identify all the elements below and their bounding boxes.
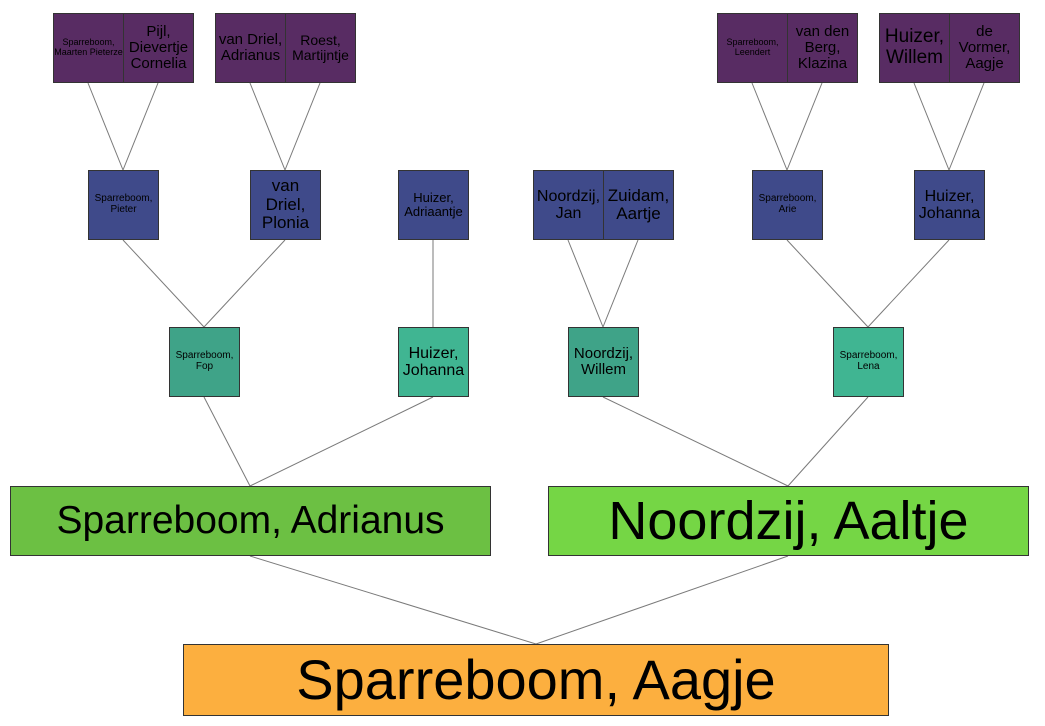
connector-line (602, 396, 789, 487)
person-box[interactable]: Noordzij, Willem (568, 327, 639, 397)
connector-line (913, 82, 950, 171)
person-box[interactable]: de Vormer, Aagje (949, 13, 1020, 83)
connector-line (249, 82, 286, 171)
person-box[interactable]: Noordzij, Jan (533, 170, 604, 240)
connector-line (535, 555, 789, 645)
connector-line (87, 82, 124, 171)
person-box[interactable]: Sparreboom, Maarten Pieterze (53, 13, 124, 83)
connector-line (751, 82, 788, 171)
person-box[interactable]: Sparreboom, Pieter (88, 170, 159, 240)
person-box[interactable]: Sparreboom, Fop (169, 327, 240, 397)
person-box[interactable]: Huizer, Willem (879, 13, 950, 83)
root-person-box[interactable]: Sparreboom, Aagje (183, 644, 889, 716)
person-box[interactable]: Huizer, Johanna (398, 327, 469, 397)
person-box[interactable]: Zuidam, Aartje (603, 170, 674, 240)
person-box[interactable]: Sparreboom, Arie (752, 170, 823, 240)
person-box[interactable]: Sparreboom, Lena (833, 327, 904, 397)
connector-line (284, 82, 321, 171)
connector-line (948, 82, 985, 171)
connector-line (787, 396, 869, 487)
person-box[interactable]: van Driel, Plonia (250, 170, 321, 240)
connector-line (122, 82, 159, 171)
connector-line (249, 396, 434, 487)
person-box[interactable]: Sparreboom, Adrianus (10, 486, 491, 556)
person-box[interactable]: Pijl, Dievertje Cornelia (123, 13, 194, 83)
person-box[interactable]: Huizer, Johanna (914, 170, 985, 240)
connector-line (867, 239, 950, 328)
person-box[interactable]: Roest, Martijntje (285, 13, 356, 83)
connector-line (567, 239, 604, 328)
connector-line (786, 82, 823, 171)
connector-line (203, 396, 251, 487)
person-box[interactable]: van den Berg, Klazina (787, 13, 858, 83)
person-box[interactable]: van Driel, Adrianus (215, 13, 286, 83)
connector-line (203, 239, 286, 328)
person-box[interactable]: Noordzij, Aaltje (548, 486, 1029, 556)
connector-line (602, 239, 639, 328)
person-box[interactable]: Sparreboom, Leendert (717, 13, 788, 83)
connector-line (786, 239, 869, 328)
connector-line (122, 239, 205, 328)
person-box[interactable]: Huizer, Adriaantje (398, 170, 469, 240)
connector-line (249, 555, 537, 645)
